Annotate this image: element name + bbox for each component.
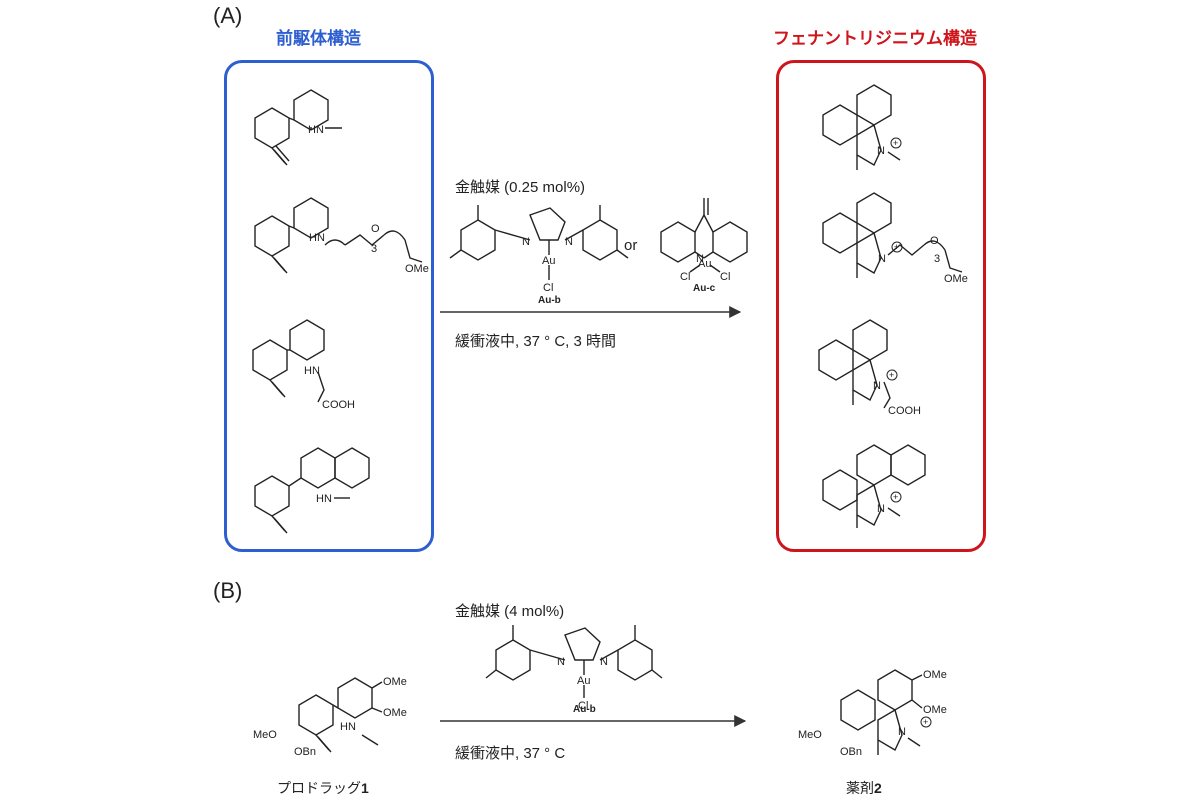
- prodrug-structure: [298, 677, 383, 753]
- catalyst-au-c-structure: [660, 198, 748, 273]
- sub3-label-p2: 3: [934, 253, 940, 265]
- ome-label-p2: OMe: [944, 273, 968, 285]
- obn-label-pd: OBn: [294, 746, 316, 758]
- drug-caption: 薬剤2: [846, 780, 882, 796]
- cl-label-aubb: Cl: [578, 700, 588, 712]
- au-b-label: Au-b: [538, 295, 561, 306]
- conditions-text-b: 緩衝液中, 37 ° C: [455, 745, 566, 762]
- ome-label-d-1: OMe: [923, 669, 947, 681]
- conditions-text-a: 緩衝液中, 37 ° C, 3 時間: [455, 333, 617, 350]
- ome-label-d-2: OMe: [923, 704, 947, 716]
- nh-label-3: HN: [304, 365, 320, 377]
- n-label-aubb-1: N: [557, 656, 565, 668]
- meo-label-d: MeO: [798, 729, 822, 741]
- o-label-p2: O: [930, 235, 939, 247]
- n-label-p3: N: [873, 380, 881, 392]
- au-label-auc: Au: [698, 258, 711, 270]
- au-label-aubb: Au: [577, 675, 590, 687]
- precursor-structure-4: [254, 447, 370, 534]
- n-label-aub-2: N: [565, 236, 573, 248]
- catalyst-text-a: 金触媒 (0.25 mol%): [455, 179, 586, 196]
- plus-p2: +: [894, 242, 899, 252]
- obn-label-d: OBn: [840, 746, 862, 758]
- n-label-d: N: [898, 726, 906, 738]
- cl-label-auc-1: Cl: [680, 271, 690, 283]
- product-structure-2: [822, 192, 963, 278]
- ome-label-2: OMe: [405, 263, 429, 275]
- au-b-label-b: Au-b: [573, 704, 596, 715]
- au-label-aub: Au: [542, 255, 555, 267]
- n-label-p1: N: [877, 145, 885, 157]
- cl-label-auc-2: Cl: [720, 271, 730, 283]
- meo-label-pd: MeO: [253, 729, 277, 741]
- ome-label-pd-1: OMe: [383, 676, 407, 688]
- nh-label-4: HN: [316, 493, 332, 505]
- sub3-label-2: 3: [371, 243, 377, 255]
- nh-label-1: HN: [308, 124, 324, 136]
- prodrug-caption: プロドラッグ1: [277, 780, 369, 796]
- cooh-label-p3: COOH: [888, 405, 921, 417]
- cooh-label-3: COOH: [322, 399, 355, 411]
- catalyst-au-b-structure-b: [485, 625, 663, 698]
- product-box: [776, 60, 986, 552]
- plus-p4: +: [893, 492, 898, 502]
- catalyst-au-b-structure: [449, 205, 629, 280]
- cl-label-aub: Cl: [543, 282, 553, 294]
- n-label-aub-1: N: [522, 236, 530, 248]
- n-label-aubb-2: N: [600, 656, 608, 668]
- catalyst-text-b: 金触媒 (4 mol%): [455, 603, 565, 620]
- panel-a-label: (A): [213, 3, 243, 28]
- precursor-header: 前駆体構造: [276, 29, 361, 48]
- o-label-2: O: [371, 223, 380, 235]
- product-header: フェナントリジニウム構造: [773, 29, 977, 48]
- au-c-label: Au-c: [693, 283, 716, 294]
- precursor-structure-2: [254, 197, 423, 274]
- nh-label-2: HN: [309, 232, 325, 244]
- plus-p1: +: [893, 138, 898, 148]
- precursor-box: [224, 60, 434, 552]
- precursor-structure-1: [254, 89, 342, 166]
- plus-p3: +: [889, 370, 894, 380]
- product-structure-3: [818, 319, 891, 409]
- precursor-structure-3: [252, 319, 325, 403]
- drug-structure: [840, 669, 923, 755]
- panel-b-label: (B): [213, 578, 243, 603]
- n-label-p4: N: [877, 503, 885, 515]
- product-structure-1: [822, 84, 901, 170]
- plus-d: +: [923, 717, 928, 727]
- n-label-p2: N: [878, 253, 886, 265]
- ome-label-pd-2: OMe: [383, 707, 407, 719]
- or-text: or: [624, 237, 638, 254]
- product-structure-4: [822, 444, 926, 528]
- n-label-auc: N: [696, 253, 704, 265]
- hn-label-pd: HN: [340, 721, 356, 733]
